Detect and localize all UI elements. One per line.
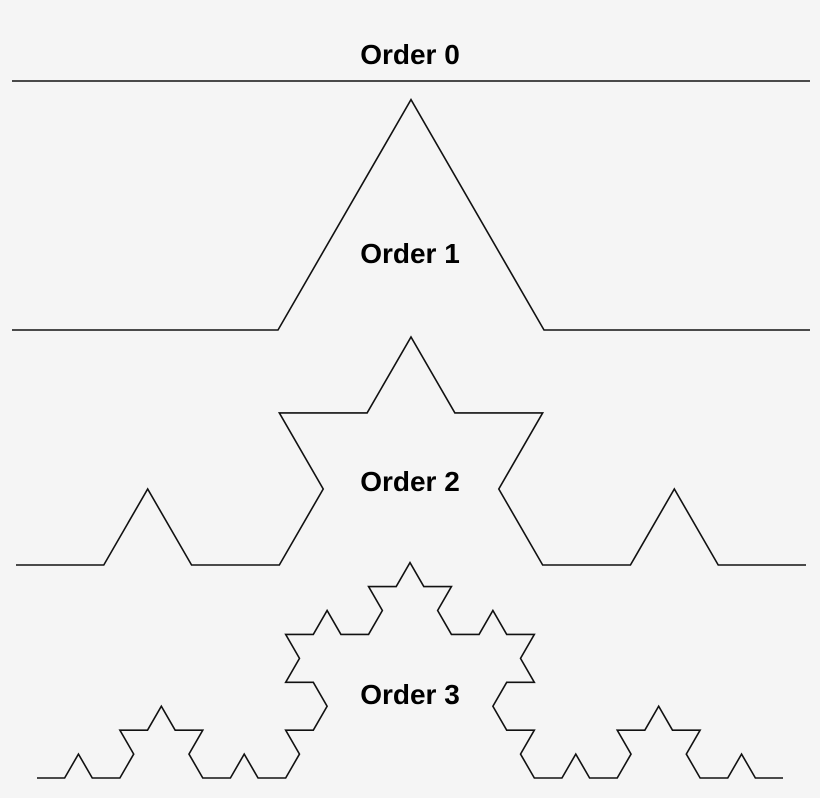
- koch-curve-order-1: [12, 98, 810, 331]
- order-0-label: Order 0: [360, 39, 460, 70]
- order-1-label: Order 1: [360, 238, 460, 269]
- order-2-label: Order 2: [360, 466, 460, 497]
- order-3-label: Order 3: [360, 679, 460, 710]
- curve-order-1: Order 1: [12, 98, 810, 331]
- koch-curve-order-2: [16, 335, 806, 566]
- curve-order-3: Order 3: [37, 561, 783, 779]
- curve-order-0: Order 0: [12, 39, 810, 82]
- curve-order-2: Order 2: [16, 335, 806, 566]
- koch-curve-order-3: [37, 561, 783, 779]
